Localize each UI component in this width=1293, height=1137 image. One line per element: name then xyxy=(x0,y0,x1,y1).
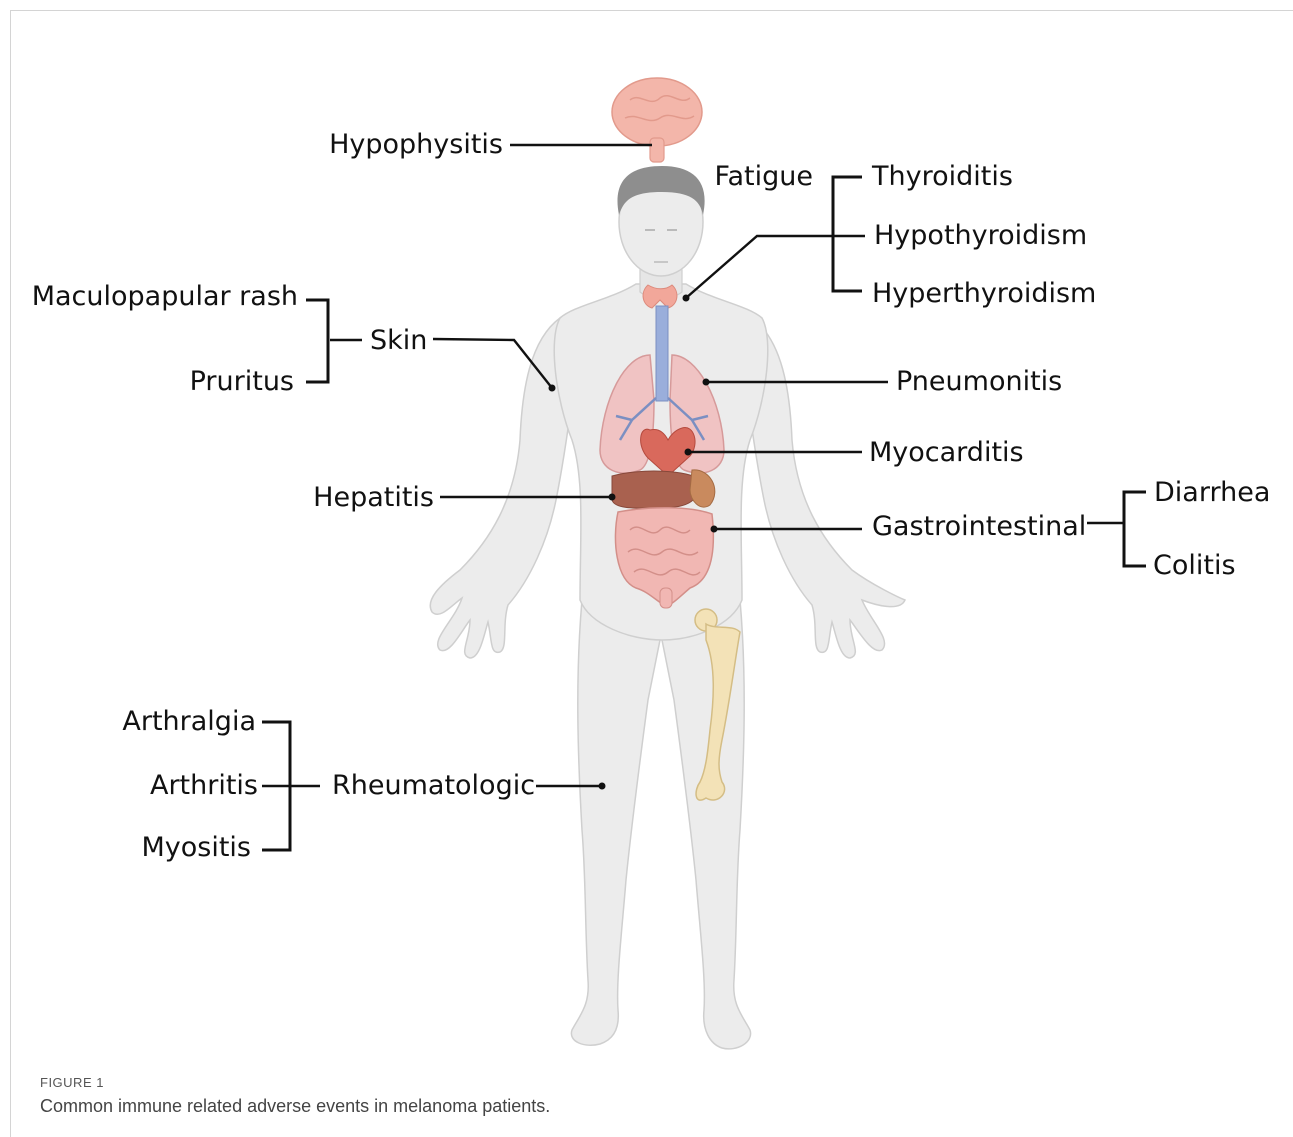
figure-number: FIGURE 1 xyxy=(40,1075,104,1090)
figure-caption: Common immune related adverse events in … xyxy=(40,1096,550,1117)
label-myocarditis: Myocarditis xyxy=(869,437,1024,468)
label-skin: Skin xyxy=(370,325,427,356)
left-arm xyxy=(748,318,905,658)
right-arm xyxy=(430,318,572,658)
label-colitis: Colitis xyxy=(1153,550,1236,581)
label-fatigue: Fatigue xyxy=(714,161,813,192)
label-rheumatologic: Rheumatologic xyxy=(332,770,535,801)
label-pruritus: Pruritus xyxy=(190,366,294,397)
label-thyroiditis: Thyroiditis xyxy=(871,161,1013,192)
label-gastrointestinal: Gastrointestinal xyxy=(872,511,1086,542)
trachea-icon xyxy=(656,306,668,401)
left-leg xyxy=(662,600,751,1049)
brain-icon xyxy=(612,78,702,162)
label-hypophysitis: Hypophysitis xyxy=(329,129,503,160)
liver-icon xyxy=(612,471,700,508)
label-hyperthyroidism: Hyperthyroidism xyxy=(872,278,1096,309)
right-leg xyxy=(571,600,660,1045)
label-myositis: Myositis xyxy=(141,832,251,863)
label-hypothyroidism: Hypothyroidism xyxy=(874,220,1087,251)
label-arthralgia: Arthralgia xyxy=(122,706,256,737)
label-diarrhea: Diarrhea xyxy=(1154,477,1270,508)
label-maculopapular-rash: Maculopapular rash xyxy=(32,281,298,312)
label-pneumonitis: Pneumonitis xyxy=(896,366,1062,397)
label-arthritis: Arthritis xyxy=(150,770,258,801)
label-hepatitis: Hepatitis xyxy=(313,482,434,513)
